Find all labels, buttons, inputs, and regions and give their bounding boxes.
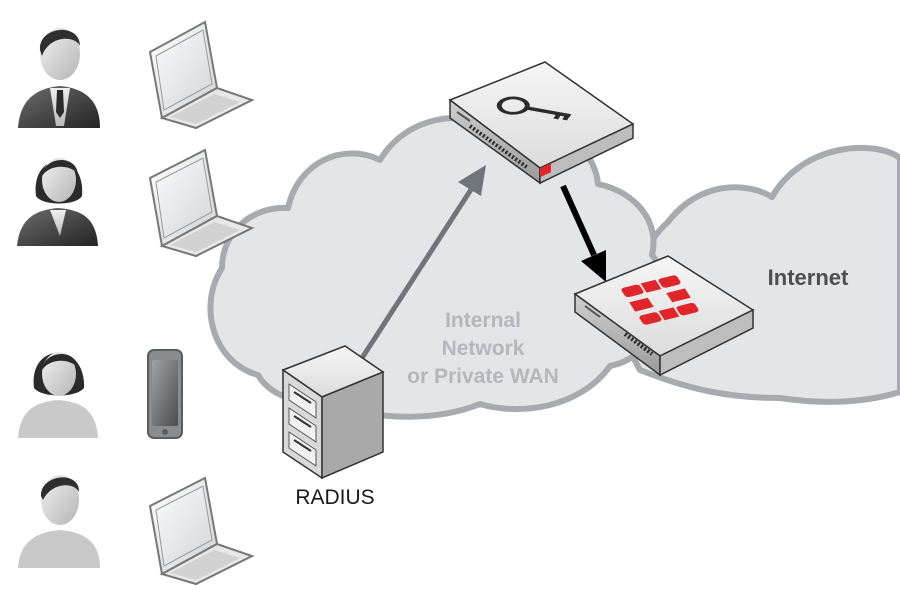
businesswoman-icon (17, 158, 98, 246)
laptop-icon (148, 148, 255, 258)
internal-network-label-line3: or Private WAN (407, 365, 559, 388)
key-icon (496, 96, 572, 121)
internet-label: Internet (768, 265, 849, 290)
laptop-icon (148, 20, 255, 130)
internal-network-label-line2: Network (442, 337, 525, 360)
smartphone-icon (147, 349, 183, 439)
businessman-icon (18, 28, 100, 128)
firewall-appliance-icon (573, 255, 755, 377)
laptop-icon (148, 476, 255, 586)
radius-label: RADIUS (295, 486, 374, 509)
radius-to-auth-arrow (359, 165, 486, 360)
man-user-icon (18, 475, 100, 568)
auth-to-firewall-arrow (560, 184, 606, 282)
woman-user-icon (18, 352, 98, 438)
radius-server-icon (281, 345, 385, 480)
internal-network-cloud (207, 115, 668, 420)
internal-network-label-line1: Internal (445, 309, 521, 332)
authentication-appliance-icon (448, 61, 635, 185)
fortinet-logo-icon (621, 275, 699, 325)
